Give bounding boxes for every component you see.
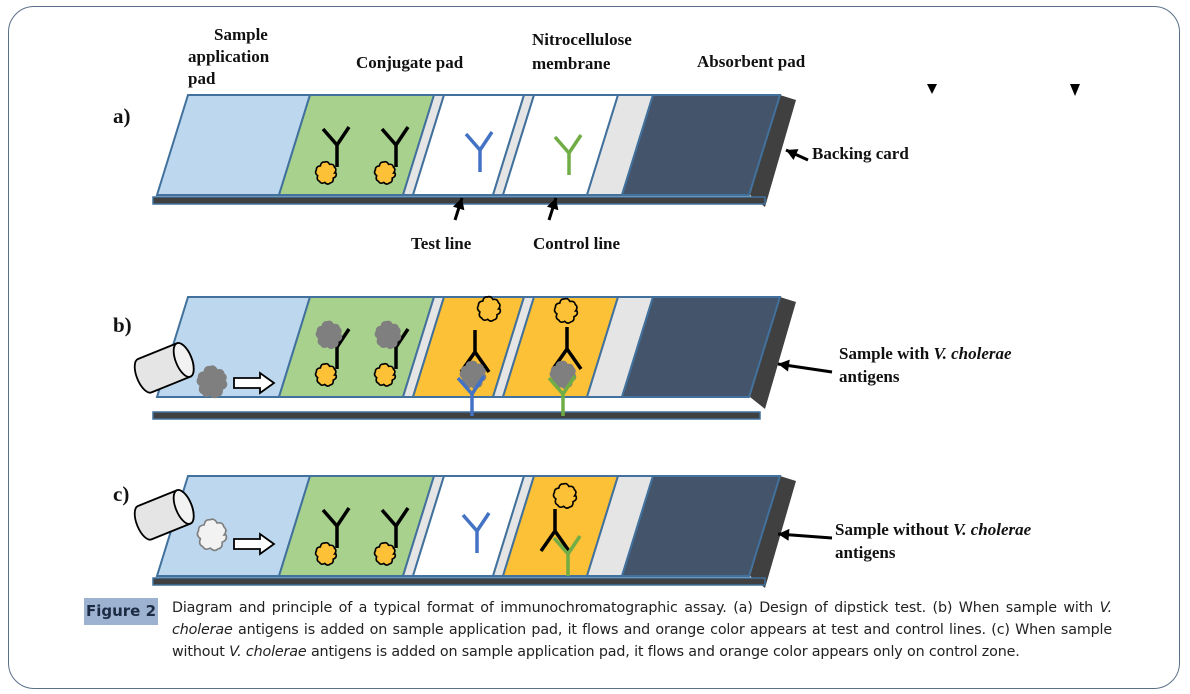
gold-nanoparticle — [314, 362, 338, 387]
gold-antibody-captured — [539, 509, 571, 553]
gold-nanoparticle-bound — [553, 297, 579, 324]
strip-panel-c: c) Sample without V. cholerae antigens — [113, 475, 1032, 588]
gold-antibody-conjugate — [380, 126, 410, 167]
test-line-arrow — [452, 197, 465, 221]
label-backing-card: Backing card — [812, 144, 909, 163]
triangle-marker-icon — [1070, 84, 1080, 96]
gold-nanoparticle — [314, 160, 338, 185]
strip-panel-b: b) Sample with V. cholerae antigens — [113, 295, 1012, 420]
gold-antibody-conjugate — [380, 507, 410, 548]
label-sample-pad-1: Sample — [214, 25, 268, 44]
caption-species-name: V. cholerae — [229, 644, 307, 660]
bound-antigen — [374, 320, 402, 349]
backing-card — [152, 411, 761, 420]
gold-antibody-conjugate — [321, 126, 351, 167]
backing-card-edge — [750, 95, 796, 207]
bound-antigen — [315, 320, 343, 349]
gold-nanoparticle-bound — [476, 295, 502, 322]
label-test-line: Test line — [411, 234, 472, 253]
sample-dropper — [133, 489, 195, 541]
test-line-antibody — [456, 375, 486, 416]
absorbent-pad — [620, 475, 782, 577]
label-conjugate-pad: Conjugate pad — [356, 53, 464, 72]
label-nitrocellulose-2: membrane — [532, 54, 611, 73]
caption-text-part: antigens is added on sample application … — [306, 644, 1020, 660]
sample-annotation-arrow — [777, 359, 833, 374]
gold-nanoparticle — [373, 541, 397, 566]
flow-arrow — [233, 532, 276, 556]
label-sample-pad-2: application — [188, 47, 270, 66]
gold-nanoparticle — [373, 160, 397, 185]
control-line-antibody — [547, 375, 577, 416]
gold-nanoparticle — [314, 541, 338, 566]
absorbent-pad — [620, 296, 782, 398]
sample-annotation: Sample with V. cholerae — [839, 344, 1012, 363]
figure-tag: Figure 2 — [84, 598, 158, 625]
sample-annotation-line2: antigens — [835, 543, 896, 562]
label-nitrocellulose-1: Nitrocellulose — [532, 30, 632, 49]
panel-label: a) — [113, 104, 131, 128]
label-control-line: Control line — [533, 234, 621, 253]
label-sample-pad-3: pad — [188, 69, 216, 88]
figure-frame — [8, 6, 1180, 689]
panel-label: c) — [113, 482, 129, 506]
sample-annotation: Sample without V. cholerae — [835, 520, 1032, 539]
backing-card — [152, 577, 766, 586]
flow-arrow — [233, 371, 276, 395]
control-line-antibody — [553, 134, 583, 175]
sample-annotation-arrow — [777, 528, 833, 541]
sample-annotation-line2: antigens — [839, 367, 900, 386]
caption-species-name: V. cholerae — [172, 600, 1112, 638]
triangle-marker-icon — [927, 84, 937, 94]
caption-text-part: Diagram and principle of a typical forma… — [172, 600, 1100, 616]
sample-drop — [196, 518, 228, 552]
control-line-antibody — [552, 535, 582, 576]
backing-card-edge — [750, 297, 796, 409]
figure-caption: Diagram and principle of a typical forma… — [172, 597, 1112, 663]
backing-card-edge — [750, 476, 796, 588]
gold-antibody-captured — [551, 327, 583, 371]
gold-nanoparticle-bound — [552, 482, 578, 509]
caption-text-part: antigens is added on sample application … — [172, 622, 1112, 660]
test-line-antibody — [461, 512, 491, 553]
panel-label: b) — [113, 313, 132, 337]
gold-antibody-conjugate — [321, 507, 351, 548]
control-line-arrow — [546, 197, 559, 221]
backing-card-arrow — [785, 148, 809, 162]
label-absorbent-pad: Absorbent pad — [697, 52, 806, 71]
strip-panel-a: a) — [113, 94, 809, 221]
absorbent-pad — [620, 94, 782, 196]
header-labels: Sample application pad Conjugate pad Nit… — [188, 25, 909, 253]
sample-dropper — [133, 342, 195, 394]
test-line-antibody — [464, 131, 494, 172]
gold-nanoparticle — [373, 362, 397, 387]
sample-drop — [196, 365, 228, 399]
